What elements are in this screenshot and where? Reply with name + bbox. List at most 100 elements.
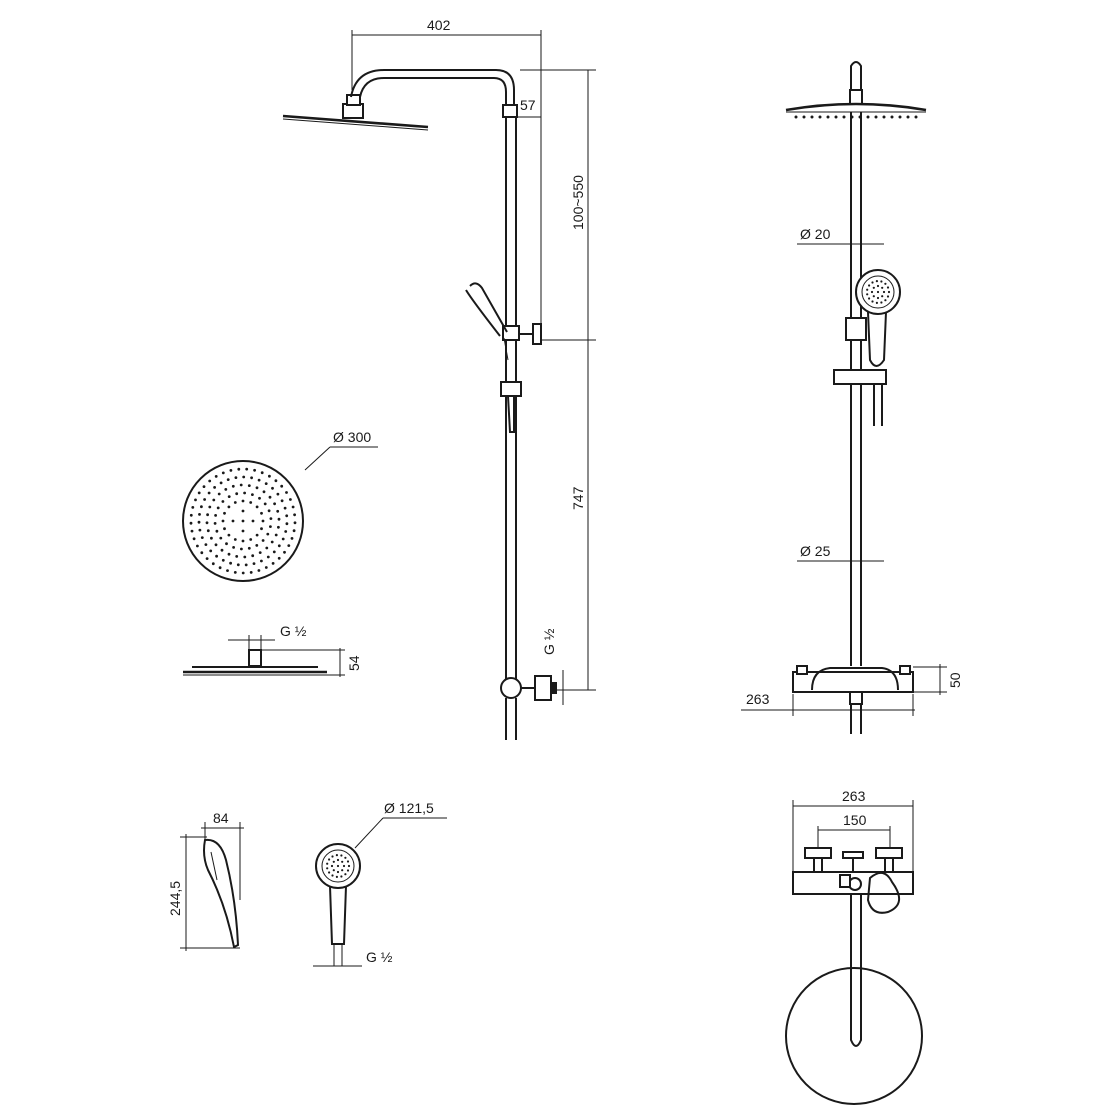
- nozzle-dot: [226, 569, 229, 572]
- nozzle-dot: [260, 527, 263, 531]
- dim-arm-offset: 57: [520, 97, 536, 113]
- nozzle-dot: [826, 115, 830, 119]
- nozzle-dot: [269, 525, 272, 528]
- rain-head-side: [282, 94, 429, 131]
- nozzle-dot: [347, 864, 351, 868]
- nozzle-dot: [198, 513, 201, 516]
- nozzle-dot: [197, 520, 201, 524]
- nozzle-dot: [208, 479, 212, 483]
- nozzle-dot: [191, 506, 195, 509]
- nozzle-dot: [332, 860, 335, 863]
- nozzle-dot: [293, 513, 296, 517]
- nozzle-dot: [206, 529, 210, 533]
- nozzle-dot: [272, 550, 276, 554]
- dim-mixer-width-top: 263: [842, 788, 866, 804]
- nozzle-dot: [866, 293, 869, 296]
- nozzle-dot: [281, 537, 285, 541]
- nozzle-dot: [262, 490, 266, 494]
- nozzle-dot: [251, 554, 255, 558]
- nozzle-dot: [217, 492, 221, 496]
- nozzle-dot: [872, 295, 875, 298]
- nozzle-dot: [335, 854, 338, 857]
- nozzle-dot: [336, 864, 340, 868]
- nozzle-dot: [267, 509, 271, 513]
- nozzle-dot: [882, 290, 886, 294]
- nozzle-dot: [223, 527, 226, 531]
- nozzle-dot: [233, 538, 237, 541]
- nozzle-dot: [914, 115, 918, 119]
- dim-rain-head-diameter: Ø 300: [333, 429, 371, 445]
- nozzle-dot: [255, 544, 259, 547]
- nozzle-dot: [270, 540, 274, 544]
- nozzle-dot: [280, 484, 284, 488]
- nozzle-dot: [242, 475, 246, 479]
- nozzle-dot: [871, 281, 874, 284]
- dim-rain-head-thickness: 54: [346, 655, 362, 671]
- nozzle-dot: [251, 493, 254, 496]
- nozzle-dot: [255, 486, 259, 490]
- nozzle-dot: [233, 501, 237, 504]
- nozzle-dot: [886, 286, 890, 289]
- nozzle-dot: [200, 536, 204, 539]
- nozzle-dot: [225, 542, 228, 546]
- nozzle-dot: [260, 511, 263, 515]
- nozzle-dot: [842, 115, 846, 119]
- nozzle-dot: [290, 537, 294, 540]
- dim-mixer-centers: 150: [843, 812, 867, 828]
- nozzle-dot: [204, 543, 208, 546]
- nozzle-dot: [887, 290, 891, 294]
- nozzle-dot: [336, 858, 340, 862]
- dim-pipe-lower-diameter: Ø 25: [800, 543, 831, 559]
- nozzle-dot: [213, 486, 217, 489]
- nozzle-dot: [884, 299, 887, 302]
- nozzle-dot: [266, 532, 270, 536]
- nozzle-dot: [326, 862, 329, 865]
- front-view-dimensions: Ø 20 Ø 25 50 263: [741, 226, 963, 716]
- nozzle-dot: [229, 469, 233, 472]
- nozzle-dot: [289, 498, 292, 501]
- nozzle-dot: [285, 522, 289, 526]
- nozzle-dot: [880, 280, 883, 283]
- dim-rain-arm-length: 402: [427, 17, 451, 33]
- nozzle-dot: [866, 115, 870, 119]
- nozzle-dot: [224, 488, 228, 491]
- nozzle-dot: [871, 300, 874, 303]
- nozzle-dot: [269, 517, 273, 520]
- dim-height-adjust-range: 100~550: [570, 175, 586, 230]
- nozzle-dot: [875, 280, 879, 283]
- nozzle-dot: [344, 856, 347, 859]
- nozzle-dot: [245, 467, 249, 471]
- nozzle-dot: [243, 491, 247, 495]
- dim-mixer-width-front: 263: [746, 691, 770, 707]
- nozzle-dot: [332, 869, 335, 872]
- nozzle-dot: [331, 855, 334, 858]
- nozzle-dot: [898, 115, 902, 119]
- nozzle-dot: [876, 290, 880, 294]
- nozzle-dot: [227, 495, 231, 498]
- nozzle-dot: [236, 563, 240, 567]
- nozzle-dot: [227, 533, 231, 537]
- nozzle-dot: [221, 500, 225, 503]
- nozzle-dot: [218, 566, 222, 570]
- nozzle-dot: [214, 514, 218, 517]
- nozzle-dot: [280, 499, 284, 503]
- nozzle-dot: [263, 502, 267, 506]
- nozzle-dot: [252, 562, 256, 565]
- dim-hand-shower-connection: G ½: [366, 949, 393, 965]
- nozzle-dot: [866, 288, 869, 291]
- nozzle-dot: [336, 870, 340, 874]
- side-view: [282, 69, 557, 740]
- nozzle-dot: [214, 543, 218, 547]
- nozzle-dot: [268, 474, 271, 478]
- nozzle-dot: [292, 529, 296, 533]
- nozzle-dot: [216, 506, 220, 510]
- nozzle-dot: [291, 505, 295, 509]
- nozzle-dot: [264, 566, 268, 569]
- nozzle-dot: [834, 115, 838, 119]
- nozzle-dot: [211, 562, 215, 566]
- top-view: [785, 847, 923, 1105]
- nozzle-dot: [247, 546, 251, 550]
- nozzle-dot: [880, 301, 883, 304]
- side-view-dimensions: 402 57 100~550 747 G ½: [351, 17, 596, 705]
- nozzle-dot: [260, 559, 263, 563]
